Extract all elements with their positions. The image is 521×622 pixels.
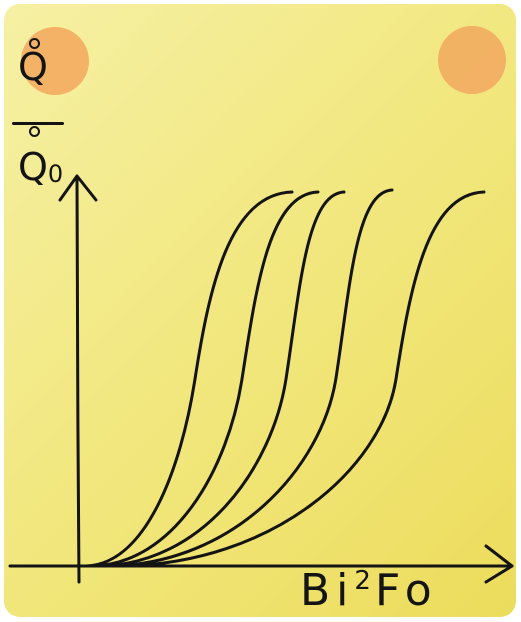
x-axis-label: Bi2Fo [300, 568, 438, 613]
sigmoid-curve-4 [108, 188, 394, 568]
sigmoid-curve-2 [90, 190, 320, 568]
x-axis-arrowhead [484, 544, 514, 584]
sigmoid-curve-1 [84, 190, 294, 568]
x-label-base: Bi [300, 565, 355, 616]
x-label-suffix: Fo [374, 565, 438, 616]
y-axis [58, 174, 98, 584]
curve-group [84, 188, 486, 568]
sigmoid-curve-5 [120, 190, 486, 568]
x-axis [8, 544, 514, 584]
denominator-subscript: 0 [47, 160, 64, 188]
x-label-superscript: 2 [354, 566, 375, 596]
diagram-card [4, 4, 516, 617]
y-axis-label-numerator: Q [18, 45, 48, 89]
y-axis-fraction-bar [12, 122, 64, 125]
dot-accent-denominator [29, 126, 40, 137]
dot-accent-numerator [29, 38, 40, 49]
y-axis-label-denominator: Q0 [18, 148, 63, 186]
decorative-dot-right [438, 26, 506, 94]
denominator-symbol: Q [18, 145, 48, 189]
sigmoid-curve-3 [98, 190, 346, 568]
y-axis-arrowhead [58, 174, 98, 202]
